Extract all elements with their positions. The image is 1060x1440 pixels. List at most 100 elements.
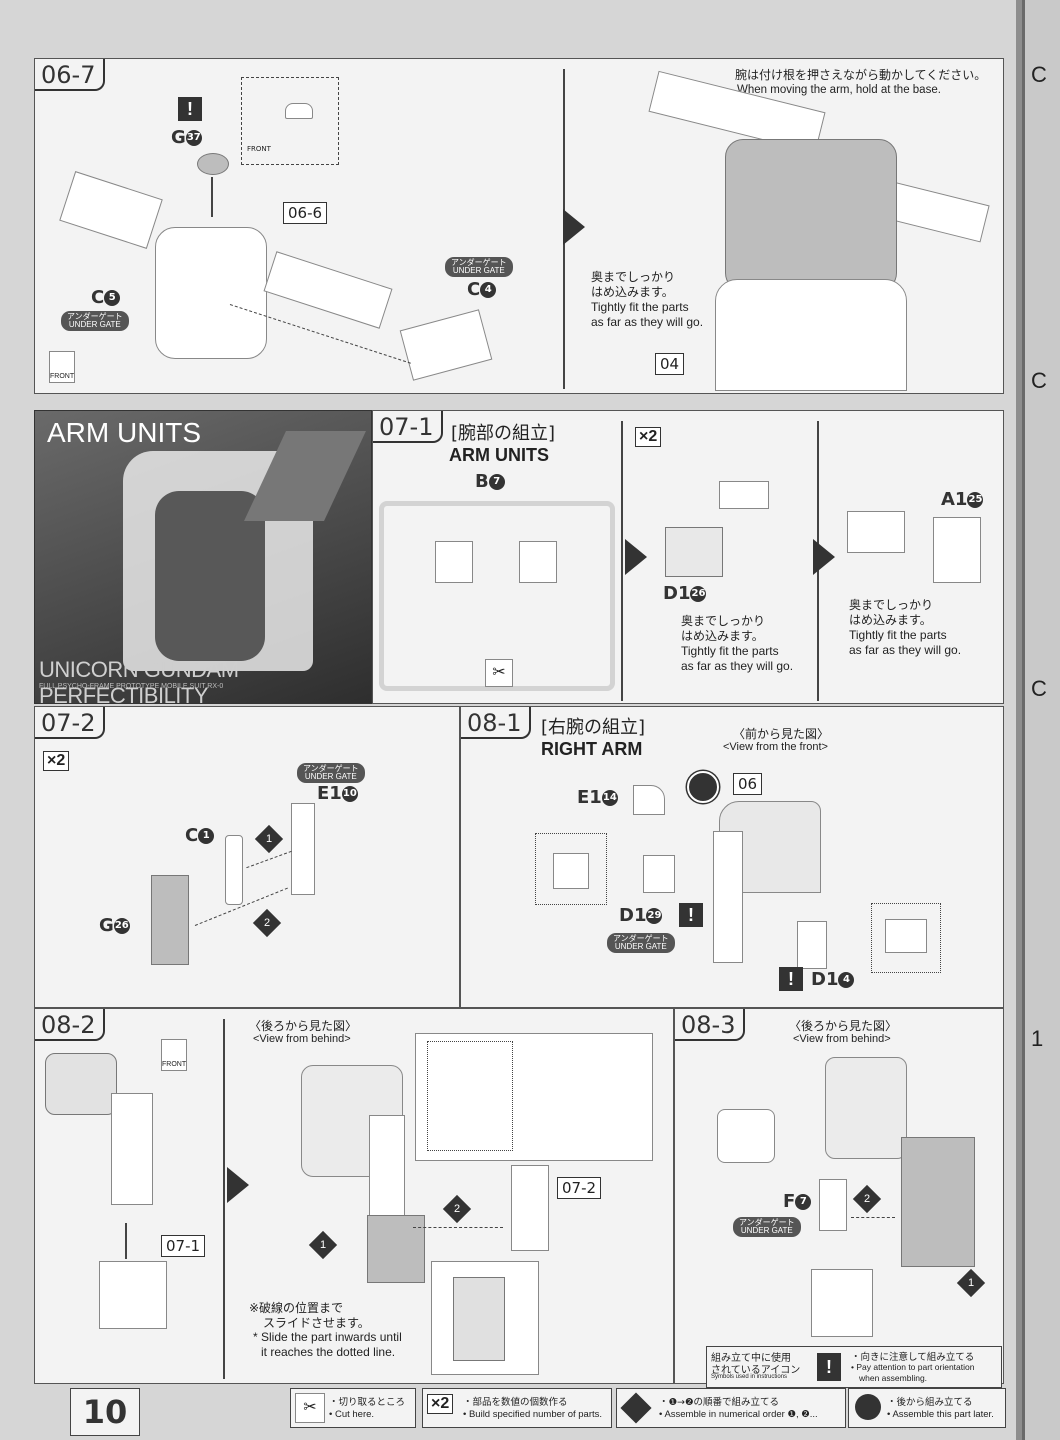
next-page-step-c-2: C [1031, 368, 1047, 393]
divider-1 [621, 421, 623, 701]
part-c1 [225, 835, 243, 905]
part-b7-right [519, 541, 557, 583]
legend-count: ×2 ・部品を数値の個数作る • Build specified number … [422, 1388, 612, 1428]
divider [223, 1019, 225, 1379]
insert-path [413, 1227, 503, 1228]
front-icon: FRONT [49, 351, 75, 383]
ref-04: 04 [655, 353, 685, 375]
c4-part [399, 309, 493, 381]
runner-sprue [379, 501, 615, 691]
nipper-icon: ✂ [295, 1393, 325, 1423]
front-label: FRONT [247, 145, 271, 153]
legend-icons-en: Symbols used in instructions [711, 1374, 788, 1380]
ref-06-6: 06-6 [283, 202, 328, 224]
legend-icons-box: 組み立て中に使用 されているアイコン Symbols used in instr… [706, 1346, 1002, 1388]
ref-07-1: 07-1 [161, 1235, 206, 1257]
banner-subtitle: UNICORN GUNDAM PERFECTIBILITY [39, 657, 239, 704]
view-label-jp: 〈後ろから見た図〉 [789, 1019, 898, 1033]
page-number: 10 [70, 1388, 140, 1436]
step-number: 07-1 [373, 411, 444, 443]
legend-orient-jp: ・向きに注意して組み立てる [851, 1352, 975, 1363]
fit-note-en-1: Tightly fit the parts [681, 644, 779, 658]
slide-note-en-2: it reaches the dotted line. [261, 1345, 396, 1359]
banner-title: ARM UNITS [47, 417, 201, 448]
shoulder-frame-part [59, 171, 163, 249]
step-number: 07-2 [35, 707, 106, 739]
d1-4-outline [553, 853, 589, 889]
part-a1-25 [933, 517, 981, 583]
part-label-g26: G26 [99, 915, 130, 936]
insert-arrow-line [211, 177, 213, 217]
slide-note-jp-2: スライドさせます。 [263, 1316, 370, 1330]
next-page-step-1: 1 [1031, 1026, 1044, 1051]
part-d1-29 [643, 855, 675, 893]
later-assemble-icon [687, 771, 719, 803]
forearm-gray [367, 1215, 425, 1283]
upper-arm-part [713, 831, 743, 963]
later-assemble-icon [855, 1394, 881, 1420]
fit-note-en-1: Tightly fit the parts [591, 300, 689, 314]
warning-icon: ! [817, 1353, 841, 1381]
slide-note-jp-1: ※破線の位置まで [249, 1301, 344, 1315]
fit-note2-en-2: as far as they will go. [849, 643, 962, 657]
part-d1-26 [665, 527, 723, 577]
shoulder-frame-part-right [263, 251, 393, 329]
hand-part [811, 1269, 873, 1337]
next-arrow-icon [563, 209, 585, 245]
count-x2-icon: ×2 [43, 751, 70, 771]
arm-upper [369, 1115, 405, 1221]
order-icon [620, 1392, 652, 1424]
next-page-step-c-3: C [1031, 676, 1047, 701]
upper-arm [111, 1093, 153, 1205]
legend-icons-jp-1: 組み立て中に使用 [711, 1353, 791, 1364]
part-label-d1-29: D129 [619, 905, 663, 926]
fit-note-jp-1: 奥までしっかり [591, 270, 676, 284]
fit-note2-en-1: Tightly fit the parts [849, 628, 947, 642]
torso-part [155, 227, 267, 359]
next-page-step-c: C [1031, 62, 1047, 87]
step-number: 06-7 [35, 59, 106, 91]
lower-body-part [715, 279, 907, 391]
next-arrow-icon [625, 539, 647, 575]
part-e1-10 [291, 803, 315, 895]
step-title-jp: [腕部の組立] [451, 423, 556, 444]
warning-icon-2: ! [779, 967, 803, 991]
orientation-inset [241, 77, 339, 165]
front-icon: FRONT [161, 1039, 187, 1071]
nipper-icon: ✂ [485, 659, 513, 687]
order-2-icon: 2 [442, 1194, 472, 1224]
slide-note-en-1: * Slide the part inwards until [253, 1330, 402, 1344]
d1-4-view-outline [885, 919, 927, 953]
fit-note-en-2: as far as they will go. [681, 659, 794, 673]
shoulder-gray [45, 1053, 117, 1115]
slide-part [453, 1277, 505, 1361]
next-arrow-icon [227, 1167, 249, 1203]
part-outline [285, 103, 313, 119]
insert-line [125, 1223, 127, 1259]
part-label-g37: G37 [171, 127, 202, 148]
view-label-jp: 〈前から見た図〉 [733, 727, 830, 741]
adjacent-page-edge: C C C 1 [1022, 0, 1060, 1440]
fit-note2-jp-1: 奥までしっかり [849, 598, 934, 612]
next-arrow-icon-2 [813, 539, 835, 575]
fit-note2-jp-2: はめ込みます。 [849, 613, 932, 627]
legend-order-en: • Assemble in numerical order ❶, ❷... [659, 1409, 818, 1420]
legend-cut-en: • Cut here. [329, 1409, 375, 1420]
f7-view-part [717, 1109, 775, 1163]
part-top-piece [719, 481, 769, 509]
fit-note-jp-2: はめ込みます。 [591, 285, 674, 299]
step-number: 08-3 [675, 1009, 746, 1041]
part-d1-4 [797, 921, 827, 969]
